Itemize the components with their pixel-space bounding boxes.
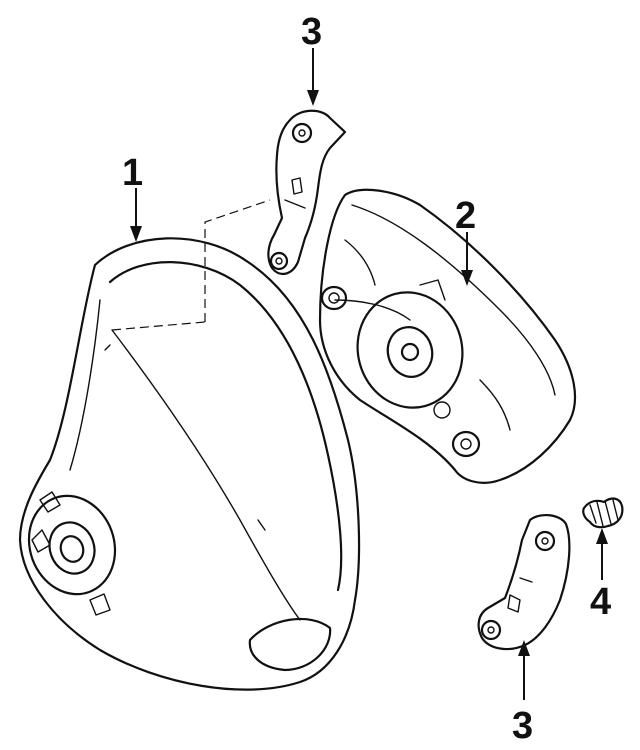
callout-3-upper: 3 [301, 11, 322, 53]
callout-3-lower: 3 [512, 705, 533, 747]
lower-bracket-part [477, 514, 571, 651]
callout-1: 1 [122, 152, 143, 194]
airbag-module-part [318, 188, 577, 484]
spring-part [582, 497, 624, 529]
leader-arrows [130, 48, 608, 700]
upper-bracket-part [267, 109, 347, 276]
callout-4: 4 [590, 581, 611, 623]
steering-wheel-part [18, 199, 361, 691]
callout-2: 2 [455, 195, 476, 237]
